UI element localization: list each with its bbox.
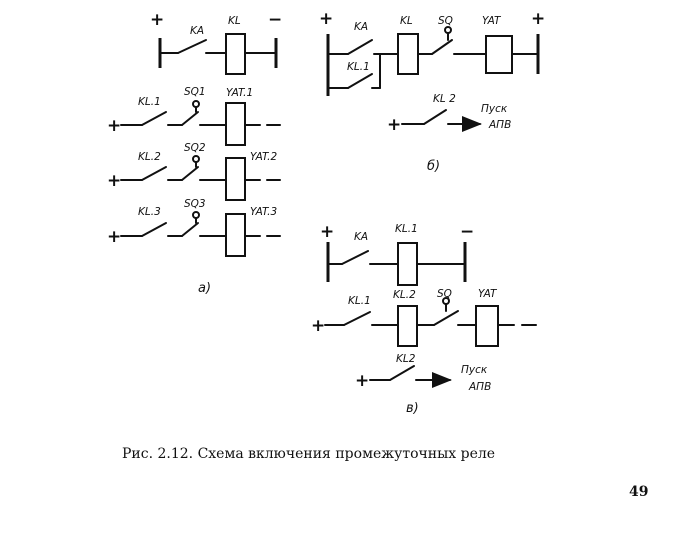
coil-yat1 (225, 102, 246, 146)
label-ka: KA (354, 231, 368, 243)
label-sq2: SQ2 (184, 142, 206, 154)
switch-sq2-head (192, 155, 200, 163)
label-apv: АПВ (488, 119, 511, 131)
label-start: Пуск (481, 103, 508, 115)
minus-sign: − (268, 10, 282, 30)
label-apv: АПВ (468, 381, 491, 393)
contact-kl1-holding (347, 73, 373, 89)
plus-sign: + (320, 222, 334, 242)
contact-ka (341, 250, 369, 265)
diagram-a-row-3: + KL.3 SQ3 YAT.3 (107, 198, 281, 257)
plus-sign: + (531, 9, 545, 29)
contact-kl2 (141, 166, 167, 181)
label-ka: KA (190, 25, 204, 37)
switch-sq (431, 39, 453, 55)
switch-sq1-head (192, 100, 200, 108)
label-yat: YAT (482, 15, 502, 27)
label-kl3: KL.3 (138, 206, 161, 218)
plus-sign: + (319, 9, 333, 29)
label-yat1: YAT.1 (226, 87, 253, 99)
label-kl1-coil: KL.1 (395, 223, 418, 235)
contact-kl2 (423, 109, 447, 125)
coil-yat (475, 305, 499, 347)
label-kl1: KL.1 (347, 61, 370, 73)
plus-sign: + (107, 227, 121, 247)
sublabel-v: в) (406, 401, 419, 416)
diagram-a-row-1: + KL.1 SQ1 YAT.1 (107, 86, 281, 146)
switch-sq3-head (192, 211, 200, 219)
sublabel-a: а) (198, 281, 211, 296)
coil-kl (397, 33, 419, 75)
diagram-v: + − KA KL.1 + KL.1 KL.2 SQ YAT + KL2 (311, 222, 537, 416)
diagram-a-control-circuit: + − KA KL (150, 10, 282, 75)
label-kl2: KL.2 (138, 151, 161, 163)
minus-sign: − (460, 222, 474, 242)
plus-sign: + (387, 115, 401, 135)
label-ka: KA (354, 21, 368, 33)
switch-sq3 (181, 222, 199, 237)
label-yat: YAT (478, 288, 498, 300)
diagram-b: + + KA KL SQ YAT KL.1 + KL 2 Пуск АПВ б) (319, 9, 545, 174)
plus-sign: + (355, 371, 369, 391)
coil-yat2 (225, 157, 246, 201)
plus-sign: + (107, 171, 121, 191)
label-kl2: KL2 (396, 353, 416, 365)
contact-kl1 (141, 111, 167, 126)
contact-ka (177, 39, 207, 54)
contact-ka (347, 39, 373, 55)
coil-kl (225, 33, 246, 75)
figure-caption: Рис. 2.12. Схема включения промежуточных… (122, 446, 496, 462)
label-sq1: SQ1 (184, 86, 206, 98)
label-kl1: KL.1 (138, 96, 161, 108)
coil-kl1 (397, 242, 418, 286)
contact-kl3 (141, 222, 167, 237)
label-kl: KL (400, 15, 413, 27)
contact-kl1 (343, 311, 371, 326)
label-sq: SQ (438, 15, 453, 27)
contact-kl2 (389, 365, 415, 381)
label-yat2: YAT.2 (250, 151, 278, 163)
switch-sq1 (181, 111, 199, 126)
label-kl: KL (228, 15, 241, 27)
switch-sq-head (442, 297, 450, 305)
coil-kl2 (397, 305, 418, 347)
label-sq3: SQ3 (184, 198, 206, 210)
label-sq: SQ (437, 288, 452, 300)
diagram-a-row-2: + KL.2 SQ2 YAT.2 (107, 142, 281, 201)
switch-sq2 (181, 166, 199, 181)
coil-yat3 (225, 213, 246, 257)
sublabel-b: б) (427, 159, 440, 174)
plus-sign: + (107, 116, 121, 136)
page-number: 49 (629, 484, 649, 500)
label-kl2: KL 2 (433, 93, 456, 105)
switch-sq (433, 310, 459, 326)
coil-yat (485, 35, 513, 74)
label-yat3: YAT.3 (250, 206, 277, 218)
label-kl2-coil: KL.2 (393, 289, 416, 301)
label-start: Пуск (461, 364, 488, 376)
diagram-a: + − KA KL + KL.1 SQ1 YA (107, 10, 282, 296)
plus-sign: + (311, 316, 325, 336)
switch-sq-head (444, 26, 452, 34)
plus-sign: + (150, 10, 164, 30)
label-kl1: KL.1 (348, 295, 371, 307)
